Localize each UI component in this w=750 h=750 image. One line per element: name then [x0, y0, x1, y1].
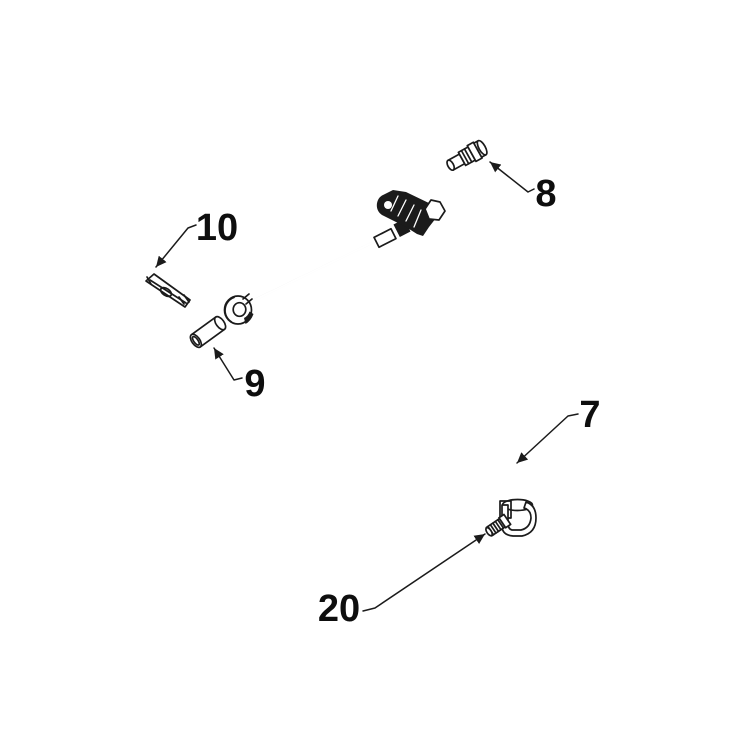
- part-label-8: 8: [535, 173, 556, 215]
- clamp-band: [501, 501, 537, 537]
- leader-line-7: [516, 413, 579, 464]
- hose-nut: [424, 199, 446, 221]
- connector-eyelet-hole: [384, 201, 392, 209]
- cable-end-grommet: [223, 293, 254, 325]
- leader-line-8: [489, 161, 535, 193]
- part-label-10: 10: [196, 207, 238, 249]
- part-label-20: 20: [318, 588, 360, 630]
- hose-part-7: [438, 203, 520, 509]
- leader-line-20: [362, 533, 486, 612]
- cable-connector-assembly: [373, 190, 446, 249]
- leader-line-9: [213, 347, 243, 381]
- leader-line-10: [155, 224, 197, 268]
- clamp-screw: [485, 513, 512, 537]
- fitting-part-8: [446, 139, 488, 172]
- cable-rod: [246, 237, 382, 305]
- part-label-7: 7: [579, 394, 600, 436]
- clamp-part-20: [485, 498, 537, 537]
- cable-ferrule: [373, 227, 397, 249]
- pin-part-9: [189, 315, 227, 349]
- leader-lines: [155, 161, 579, 612]
- connector-body: [376, 190, 436, 236]
- part-label-9: 9: [244, 363, 265, 405]
- callout-labels: 10 9 8 7 20: [196, 173, 601, 630]
- retainer-clip-part-10: [145, 273, 191, 308]
